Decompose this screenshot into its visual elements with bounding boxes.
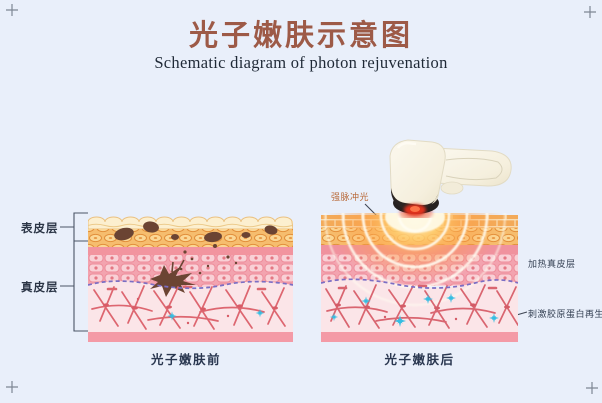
caption-after: 光子嫩肤后 [384,353,455,367]
page-subtitle: Schematic diagram of photon rejuvenation [154,53,448,72]
page-title: 光子嫩肤示意图 [188,20,413,52]
corner-cross-marks [6,4,598,394]
layer-bracket [60,212,88,332]
annotation-heat-dermis: 加热真皮层 [528,259,576,269]
device-handle [433,147,512,187]
ipl-handpiece-illustration [389,139,512,218]
skin-diagram-before [88,216,293,342]
basal-band [88,247,293,255]
fiber-nodes [335,303,510,321]
subcutis-band [321,332,518,342]
label-dermis: 真皮层 [21,282,59,294]
skin-diagram-after [321,213,518,342]
pigment-spots [114,221,278,275]
head-highlight [396,141,417,149]
epidermis-cell-layer [88,229,293,247]
basement-membrane-dashed [321,278,518,289]
stratum-corneum-layer [88,216,293,230]
emitter-rim [390,188,438,212]
subcutis-band [88,332,293,342]
annotation-collagen: 刺激胶原蛋白再生 [528,309,602,319]
caption-before: 光子嫩肤前 [150,353,221,367]
label-epidermis: 表皮层 [21,223,59,235]
fiber-nodes [103,297,278,325]
device-head [389,139,446,206]
annotation-ipl: 强脉冲光 [331,192,370,202]
handle-seam-line [445,157,503,181]
melanin-blotch [150,259,196,297]
handle-bump [440,181,464,195]
red-light-hotspot [410,206,420,212]
